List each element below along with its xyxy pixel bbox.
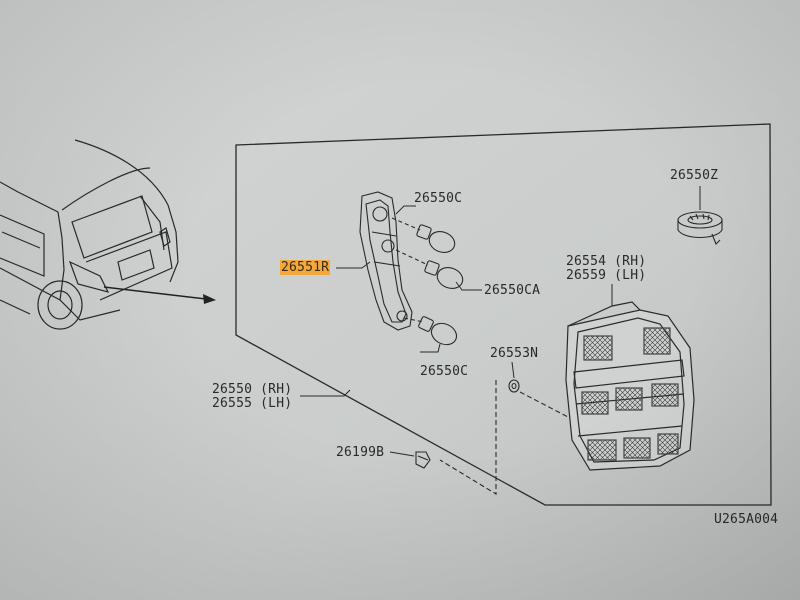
screw-part [415, 451, 431, 469]
label-gasket: 26550Z [670, 168, 719, 183]
leader-lines [300, 186, 701, 457]
label-nut: 26553N [490, 346, 539, 361]
label-lens-lh: 26559 (LH) [566, 268, 647, 283]
label-screw: 26199B [336, 445, 385, 460]
bulb-middle [395, 249, 464, 289]
bulb-lower [403, 316, 458, 346]
label-assembly-lh: 26555 (LH) [212, 396, 293, 411]
rear-lens [565, 301, 695, 471]
label-bulb-upper: 26550C [414, 191, 463, 206]
label-lens-rh: 26554 (RH) [566, 254, 647, 269]
nut-part [439, 379, 571, 495]
label-assembly-rh: 26550 (RH) [212, 382, 293, 397]
socket-harness-plate [359, 191, 413, 331]
pointer-arrow [103, 286, 216, 304]
bulb-upper [391, 217, 456, 253]
figure-code: U265A004 [714, 512, 779, 527]
exploded-view-frame [235, 123, 772, 506]
vehicle-rear-illustration [0, 139, 179, 330]
label-bulb-lower: 26550C [420, 364, 469, 379]
gasket-part [677, 211, 723, 245]
label-socket-harness: 26551R [280, 260, 331, 275]
label-bulb-middle: 26550CA [484, 283, 541, 298]
highlight-marker: 26551R [280, 260, 331, 275]
